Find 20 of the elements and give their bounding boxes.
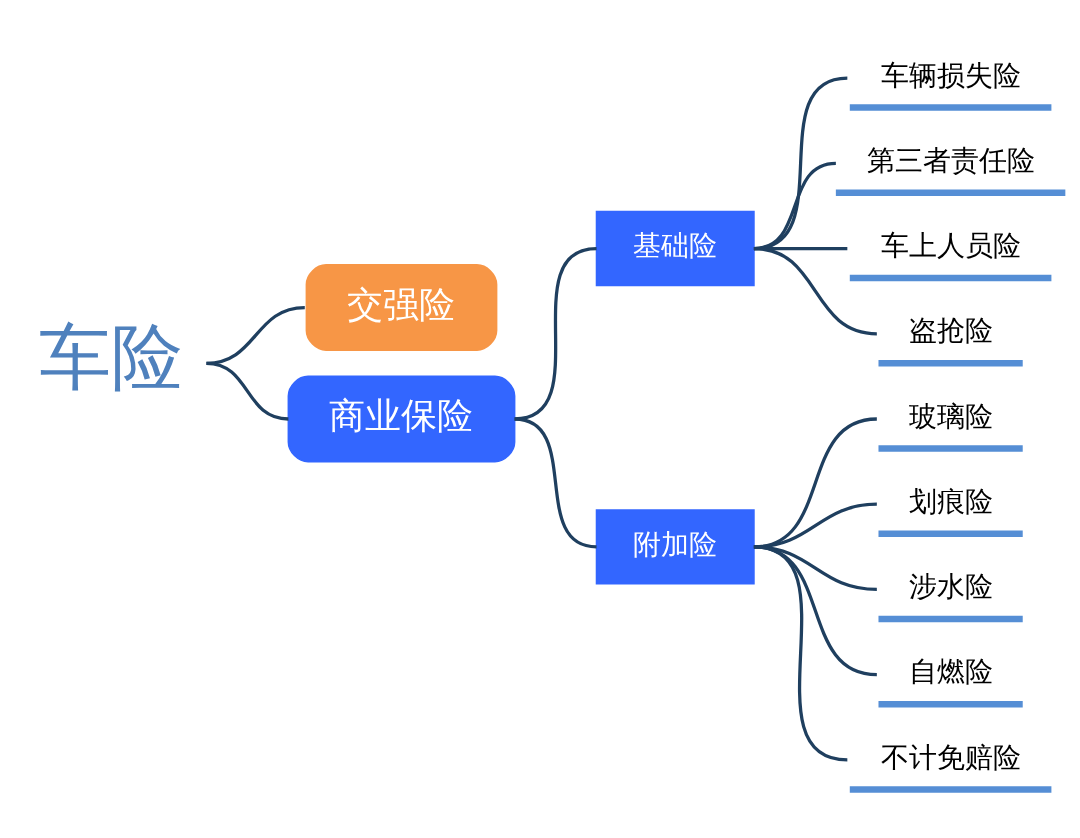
connector: [514, 246, 597, 421]
node-text: 自燃险: [908, 655, 993, 689]
connector: [514, 417, 597, 549]
node-box: 基础险: [595, 210, 755, 287]
node-text: 不计免赔险: [880, 740, 1021, 774]
connector: [206, 305, 305, 365]
node-text: 玻璃险: [908, 399, 993, 433]
node-text: 车上人员险: [880, 229, 1021, 263]
node-box: 交强险: [305, 264, 498, 351]
node-text: 划痕险: [908, 484, 993, 518]
connector: [753, 545, 848, 762]
connector: [753, 246, 878, 336]
node-text: 车险: [38, 317, 183, 398]
node-text: 第三者责任险: [866, 144, 1035, 178]
node-text: 涉水险: [908, 570, 993, 604]
node-text: 车辆损失险: [880, 58, 1021, 92]
node-text: 盗抢险: [908, 314, 993, 348]
node-box: 附加险: [595, 509, 755, 585]
connector: [206, 361, 289, 421]
node-box: 商业保险: [287, 375, 516, 463]
